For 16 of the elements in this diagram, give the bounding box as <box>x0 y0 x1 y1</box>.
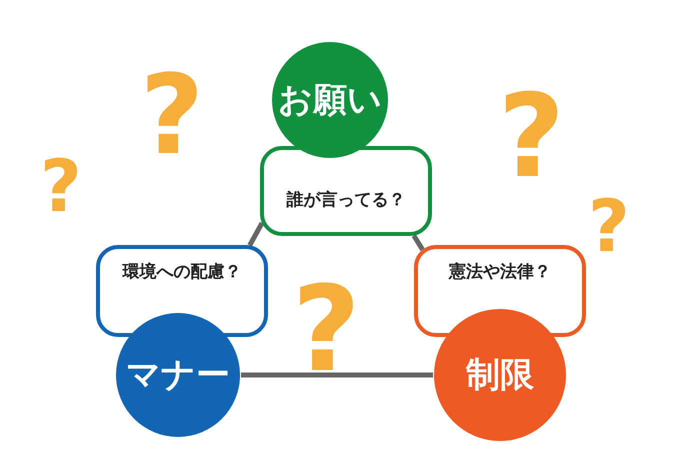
question-mark: ? <box>292 270 360 388</box>
node-text: 制限 <box>466 354 534 397</box>
node-text: お願い <box>278 79 382 122</box>
question-box <box>96 245 268 337</box>
question-mark: ? <box>588 190 630 262</box>
question-mark: ? <box>498 80 565 195</box>
node-text: 憲法や法律？ <box>449 260 551 282</box>
node-text: 誰が言ってる？ <box>286 188 406 210</box>
connector-line <box>241 372 433 378</box>
connector-line <box>412 234 425 252</box>
node-text: 環境への配慮？ <box>122 260 242 282</box>
node-text: マナー <box>126 354 230 397</box>
connector-line <box>248 222 264 247</box>
question-mark: ? <box>40 150 82 222</box>
question-box <box>260 146 432 236</box>
question-mark: ? <box>140 60 204 170</box>
